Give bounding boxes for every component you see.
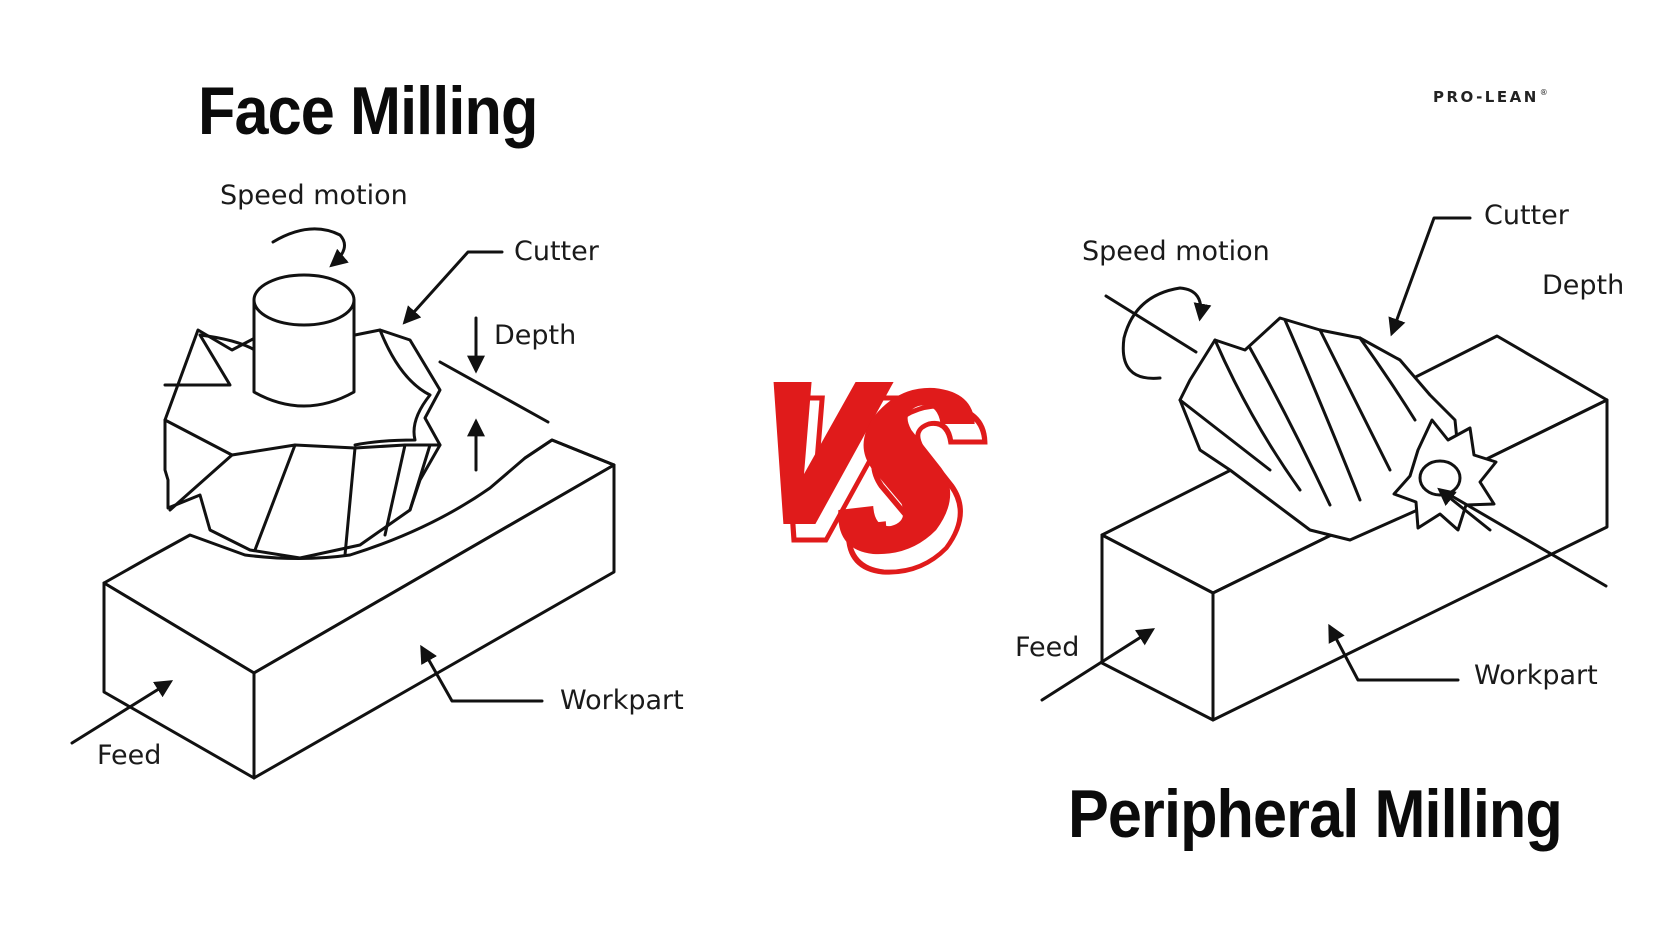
peripheral-cutter-label: Cutter [1484,200,1569,231]
peripheral-cutter [1178,316,1498,542]
peripheral-feed-label: Feed [1015,632,1080,663]
face-depth-label: Depth [494,320,577,351]
peripheral-milling-title: Peripheral Milling [1068,776,1563,852]
registered-mark: ® [1539,88,1548,97]
face-speed-motion-label: Speed motion [220,180,408,211]
peripheral-speed-motion-label: Speed motion [1082,236,1270,267]
peripheral-workpart-label: Workpart [1474,660,1598,691]
peripheral-depth-label: Depth [1542,270,1625,301]
face-workpart-label: Workpart [560,685,684,716]
face-milling-illustration [70,227,616,780]
brand-name: PRO-LEAN [1433,88,1539,106]
face-cutter-label: Cutter [514,236,599,267]
face-feed-label: Feed [97,740,162,771]
face-milling-title: Face Milling [198,73,538,149]
brand-logo: PRO-LEAN® [1433,88,1548,106]
face-cutter [163,273,442,560]
vs-graphic [773,382,988,575]
peripheral-milling-illustration [1040,216,1609,722]
face-workpart-block [102,438,616,780]
